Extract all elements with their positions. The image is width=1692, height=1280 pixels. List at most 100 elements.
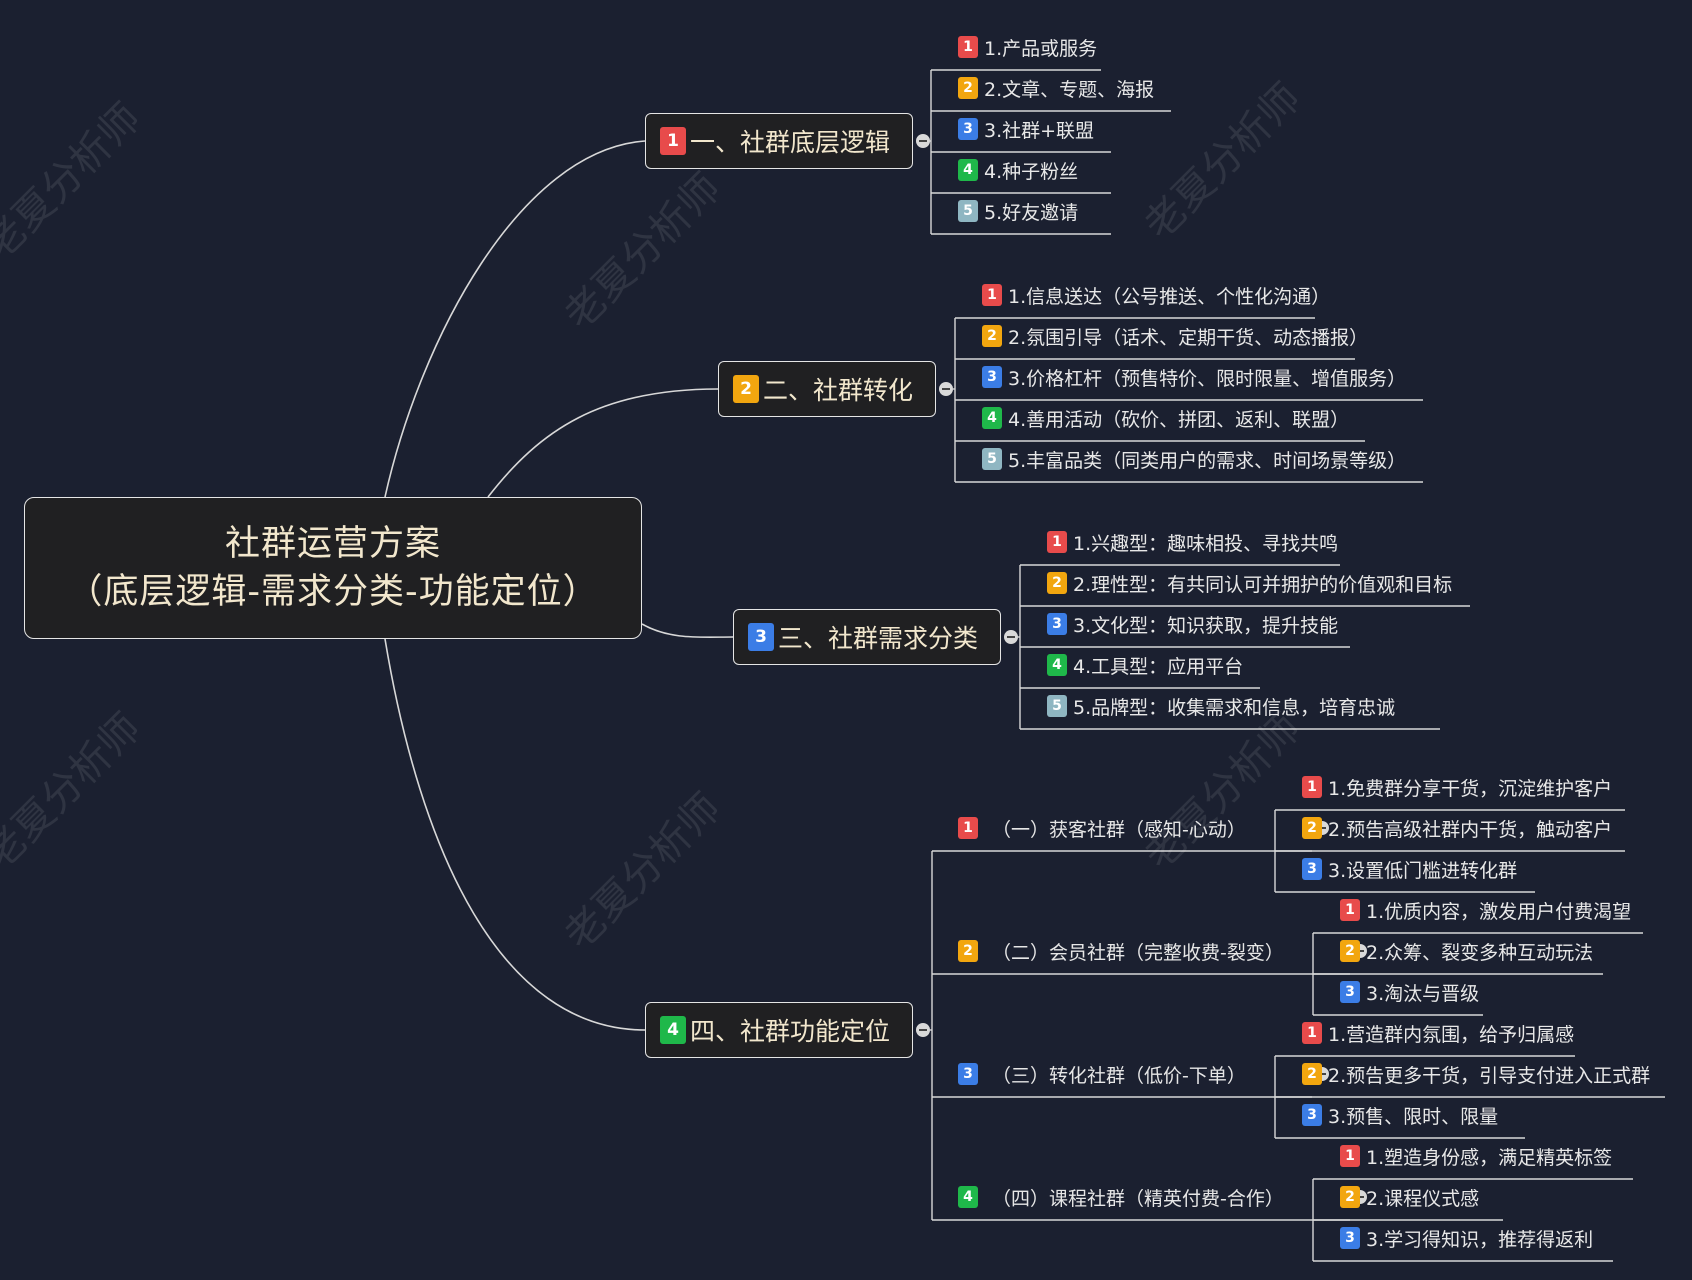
priority-badge: 5	[1047, 695, 1067, 717]
watermark: 老夏分析师	[0, 94, 150, 269]
leaf-topic[interactable]: 4 4.善用活动（砍价、拼团、返利、联盟）	[982, 401, 1349, 435]
leaf-label: 4.善用活动（砍价、拼团、返利、联盟）	[1008, 408, 1350, 431]
root-title: 社群运营方案	[224, 524, 441, 564]
sub-topic-label: （四）课程社群（精英付费-合作）	[992, 1187, 1284, 1210]
priority-badge: 3	[958, 1063, 978, 1085]
branch-connector	[384, 638, 646, 1031]
sub-topic-1[interactable]: 1 （一）获客社群（感知-心动）	[958, 811, 1246, 845]
root-subtitle: （底层逻辑-需求分类-功能定位）	[67, 572, 599, 612]
branch-title: 三、社群需求分类	[778, 624, 979, 653]
leaf-label: 1.优质内容，激发用户付费渴望	[1366, 900, 1632, 923]
leaf-label: 3.预售、限时、限量	[1328, 1105, 1499, 1128]
leaf-topic[interactable]: 1 1.优质内容，激发用户付费渴望	[1340, 893, 1631, 927]
leaf-label: 3.价格杠杆（预售特价、限时限量、增值服务）	[1008, 367, 1407, 390]
leaf-topic[interactable]: 3 3.价格杠杆（预售特价、限时限量、增值服务）	[982, 360, 1406, 394]
priority-badge: 3	[958, 118, 978, 140]
priority-badge: 1	[958, 817, 978, 839]
priority-badge: 2	[1302, 817, 1322, 839]
leaf-label: 2.预告高级社群内干货，触动客户	[1328, 818, 1613, 841]
priority-badge: 4	[660, 1016, 686, 1044]
leaf-topic[interactable]: 3 3.文化型：知识获取，提升技能	[1047, 607, 1338, 641]
leaf-topic[interactable]: 3 3.预售、限时、限量	[1302, 1098, 1498, 1132]
leaf-topic[interactable]: 2 2.理性型：有共同认可并拥护的价值观和目标	[1047, 566, 1452, 600]
leaf-label: 2.众筹、裂变多种互动玩法	[1366, 941, 1594, 964]
priority-badge: 4	[1047, 654, 1067, 676]
priority-badge: 2	[1047, 572, 1067, 594]
priority-badge: 4	[982, 407, 1002, 429]
priority-badge: 1	[958, 36, 978, 58]
priority-badge: 3	[1340, 981, 1360, 1003]
leaf-label: 4.种子粉丝	[984, 160, 1079, 183]
priority-badge: 5	[982, 448, 1002, 470]
sub-topic-3[interactable]: 3 （三）转化社群（低价-下单）	[958, 1057, 1246, 1091]
priority-badge: 1	[982, 284, 1002, 306]
leaf-label: 5.品牌型：收集需求和信息，培育忠诚	[1073, 696, 1396, 719]
watermark: 老夏分析师	[1135, 74, 1310, 249]
leaf-topic[interactable]: 2 2.众筹、裂变多种互动玩法	[1340, 934, 1593, 968]
watermark: 老夏分析师	[0, 704, 150, 879]
collapse-toggle-icon[interactable]	[939, 382, 953, 396]
leaf-topic[interactable]: 2 2.预告高级社群内干货，触动客户	[1302, 811, 1612, 845]
branch-connector	[641, 623, 734, 639]
priority-badge: 1	[1340, 899, 1360, 921]
leaf-label: 1.兴趣型：趣味相投、寻找共鸣	[1073, 532, 1339, 555]
priority-badge: 3	[748, 623, 774, 651]
branch-title: 一、社群底层逻辑	[690, 128, 891, 157]
priority-badge: 3	[982, 366, 1002, 388]
leaf-label: 3.社群+联盟	[984, 119, 1095, 142]
sub-topic-2[interactable]: 2（二）会员社群（完整收费-裂变）	[958, 934, 1284, 968]
priority-badge: 4	[958, 1186, 978, 1208]
branch-connector	[487, 388, 719, 498]
leaf-topic[interactable]: 5 5.品牌型：收集需求和信息，培育忠诚	[1047, 689, 1395, 723]
leaf-topic[interactable]: 3 3.社群+联盟	[958, 112, 1094, 146]
priority-badge: 2	[1302, 1063, 1322, 1085]
branch-title: 二、社群转化	[763, 376, 914, 405]
priority-badge: 3	[1340, 1227, 1360, 1249]
root-topic[interactable]: 社群运营方案 （底层逻辑-需求分类-功能定位）	[24, 497, 642, 639]
leaf-label: 4.工具型：应用平台	[1073, 655, 1244, 678]
collapse-toggle-icon[interactable]	[1004, 630, 1018, 644]
priority-badge: 3	[1047, 613, 1067, 635]
leaf-label: 1.塑造身份感，满足精英标签	[1366, 1146, 1613, 1169]
sub-topic-label: （一）获客社群（感知-心动）	[992, 818, 1246, 841]
leaf-label: 3.淘汰与晋级	[1366, 982, 1480, 1005]
priority-badge: 1	[1302, 776, 1322, 798]
priority-badge: 2	[1340, 940, 1360, 962]
watermark: 老夏分析师	[555, 784, 730, 959]
priority-badge: 3	[1302, 1104, 1322, 1126]
sub-topic-4[interactable]: 4 （四）课程社群（精英付费-合作）	[958, 1180, 1284, 1214]
leaf-topic[interactable]: 3 3.淘汰与晋级	[1340, 975, 1479, 1009]
watermark: 老夏分析师	[555, 164, 730, 339]
leaf-label: 2.理性型：有共同认可并拥护的价值观和目标	[1073, 573, 1453, 596]
collapse-toggle-icon[interactable]	[916, 1023, 930, 1037]
watermark: 老夏分析师	[1135, 704, 1310, 879]
leaf-label: 3.文化型：知识获取，提升技能	[1073, 614, 1339, 637]
priority-badge: 2	[958, 77, 978, 99]
leaf-topic[interactable]: 4 4.工具型：应用平台	[1047, 648, 1243, 682]
leaf-topic[interactable]: 1 1.免费群分享干货，沉淀维护客户	[1302, 770, 1612, 804]
leaf-label: 2.氛围引导（话术、定期干货、动态播报）	[1008, 326, 1369, 349]
leaf-label: 1.免费群分享干货，沉淀维护客户	[1328, 777, 1613, 800]
collapse-toggle-icon[interactable]	[916, 134, 930, 148]
sub-topic-label: （三）转化社群（低价-下单）	[992, 1064, 1246, 1087]
leaf-label: 3.设置低门槛进转化群	[1328, 859, 1518, 882]
